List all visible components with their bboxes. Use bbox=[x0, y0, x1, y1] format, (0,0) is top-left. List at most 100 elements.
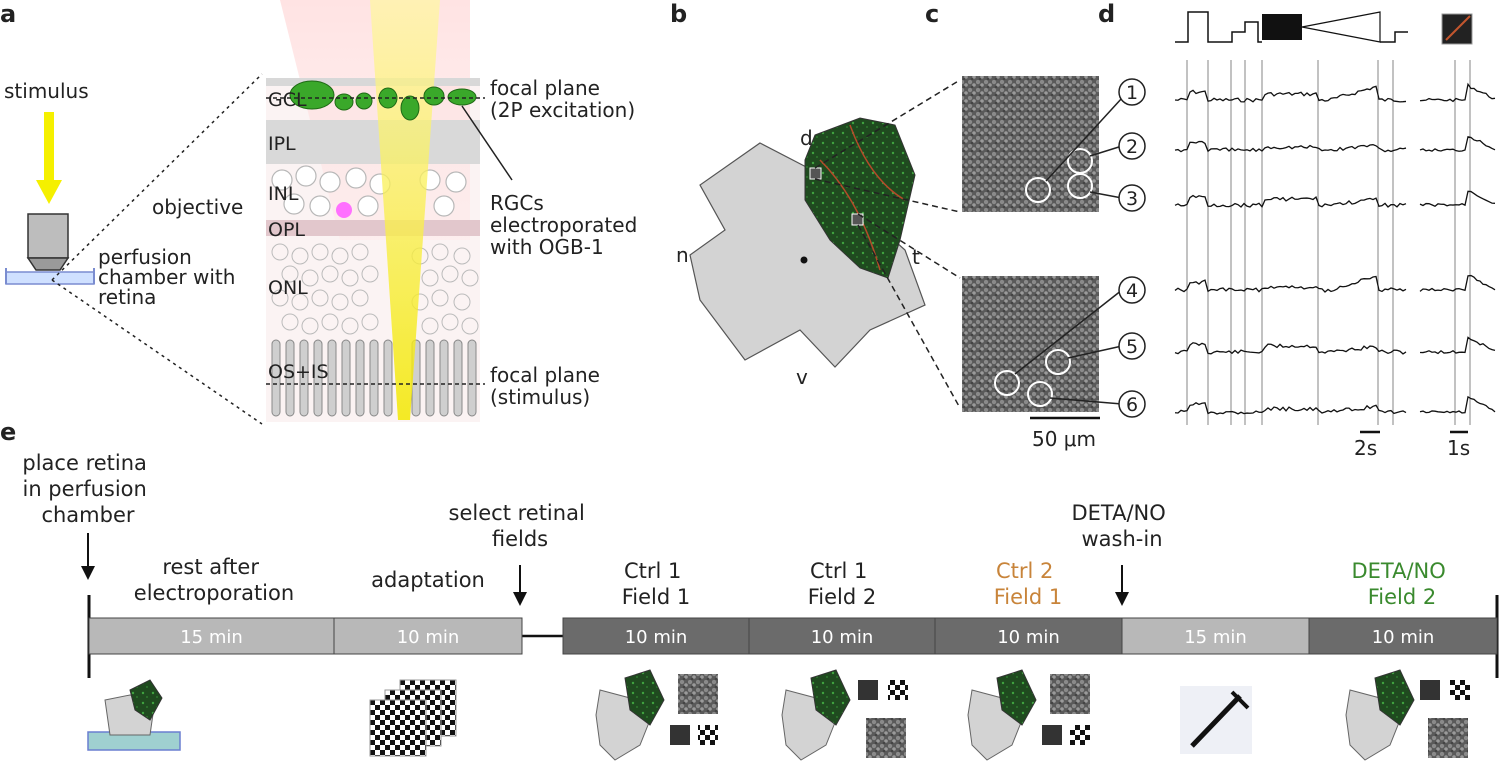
field1-ctrl1-icon bbox=[595, 669, 718, 761]
panel-c: 1 2 3 4 5 6 50 μm bbox=[962, 76, 1146, 451]
roi-6 bbox=[1027, 381, 1053, 407]
gcl-rgc-cells bbox=[289, 80, 477, 121]
cell-num-1: 1 bbox=[1126, 82, 1138, 104]
rgc-pointer-line bbox=[461, 105, 513, 181]
cell-num-5: 5 bbox=[1126, 336, 1138, 358]
roi-3 bbox=[1067, 173, 1093, 199]
panel-e: place retina in perfusion chamber rest a… bbox=[22, 451, 1499, 761]
bar-trace-2 bbox=[1419, 136, 1496, 152]
bar-trace-5 bbox=[1419, 336, 1496, 355]
panel-label-b: b bbox=[670, 0, 687, 28]
timeline-bar-6 bbox=[1121, 617, 1310, 655]
step-ctrl1-field2: Ctrl 1 Field 2 bbox=[808, 559, 877, 609]
field2-deta-icon bbox=[1345, 669, 1470, 761]
step-select-fields: select retinal fields bbox=[449, 501, 592, 551]
rgc-label: RGCs electroporated with OGB-1 bbox=[490, 191, 644, 259]
step-rest: rest after electroporation bbox=[134, 555, 294, 605]
focal-plane-stim-label: focal plane (stimulus) bbox=[490, 363, 606, 409]
objective-label: objective bbox=[152, 195, 243, 219]
scalebar-label: 50 μm bbox=[1032, 427, 1096, 451]
bar-trace-6 bbox=[1419, 395, 1496, 414]
chirp-trace-3 bbox=[1174, 194, 1407, 209]
scalebar-1s-label: 1s bbox=[1447, 436, 1470, 460]
step-adaptation: adaptation bbox=[371, 568, 485, 592]
cell-num-6: 6 bbox=[1126, 394, 1138, 416]
timeline-bar-2 bbox=[333, 617, 523, 655]
roi-5 bbox=[1045, 349, 1071, 375]
timeline-bar-3 bbox=[562, 617, 750, 655]
roi-4 bbox=[994, 370, 1020, 396]
noise-stimulus-stack-icon bbox=[369, 679, 457, 757]
timeline-bar-label-1: 15 min bbox=[180, 627, 243, 648]
orient-n: n bbox=[676, 243, 689, 267]
bar-trace-3 bbox=[1419, 190, 1496, 207]
timeline-bar-label-5: 10 min bbox=[997, 627, 1060, 648]
timeline-bar-label-4: 10 min bbox=[811, 627, 874, 648]
retina-schematic: GCL IPL INL OPL ONL OS+IS bbox=[266, 0, 485, 422]
scalebar-2s-label: 2s bbox=[1354, 436, 1377, 460]
step-ctrl2-field1: Ctrl 2 Field 1 bbox=[994, 559, 1063, 609]
bar-trace-4 bbox=[1419, 274, 1496, 292]
pipette-icon bbox=[1180, 686, 1252, 754]
panel-d: 2s 1s bbox=[1174, 11, 1496, 460]
panel-label-e: e bbox=[0, 418, 16, 446]
chirp-trace-4 bbox=[1174, 275, 1407, 293]
chirp-trace-2 bbox=[1174, 140, 1407, 153]
step-place-retina: place retina in perfusion chamber bbox=[22, 451, 153, 527]
zoom-line-bottom bbox=[51, 279, 263, 425]
timeline-bar-label-7: 10 min bbox=[1372, 627, 1435, 648]
layer-opl: OPL bbox=[268, 219, 305, 241]
objective-icon bbox=[26, 213, 70, 271]
focal-plane-2p-label: focal plane (2P excitation) bbox=[490, 76, 635, 122]
field2-ctrl1-icon bbox=[781, 669, 908, 761]
field-marker-1 bbox=[809, 167, 822, 180]
perfusion-chamber-icon bbox=[5, 268, 95, 285]
field-image-bottom bbox=[962, 276, 1099, 412]
chamber-label: perfusion chamber with retina bbox=[98, 245, 242, 309]
field-marker-2 bbox=[851, 213, 864, 226]
onl-cells bbox=[271, 243, 479, 335]
timeline-bar-7 bbox=[1308, 617, 1498, 655]
timeline-bar-label-6: 15 min bbox=[1184, 627, 1247, 648]
photoreceptors bbox=[271, 339, 477, 417]
stimulus-arrow-head bbox=[36, 180, 62, 204]
cell-num-2: 2 bbox=[1126, 136, 1138, 158]
panel-label-a: a bbox=[0, 0, 16, 28]
chamber-with-retina-icon bbox=[87, 679, 181, 751]
chirp-trace-5 bbox=[1174, 342, 1407, 355]
stimulus-label: stimulus bbox=[4, 79, 89, 103]
panel-b: d n t v bbox=[676, 79, 961, 409]
step-deta-field2: DETA/NO Field 2 bbox=[1351, 559, 1452, 609]
layer-gcl: GCL bbox=[268, 89, 307, 111]
cell-num-3: 3 bbox=[1126, 188, 1138, 210]
panel-label-c: c bbox=[925, 0, 939, 28]
timeline-bars: 15 min 10 min 10 min 10 min 10 min 15 min 10 m… bbox=[88, 617, 1498, 655]
zoom-line-top bbox=[51, 73, 263, 281]
bar-trace-1 bbox=[1419, 82, 1496, 103]
orient-d: d bbox=[800, 126, 813, 150]
layer-osis: OS+IS bbox=[268, 361, 329, 383]
ipl-layer bbox=[266, 120, 480, 164]
field1-ctrl2-icon bbox=[967, 669, 1090, 761]
timeline-bar-label-3: 10 min bbox=[625, 627, 688, 648]
chirp-amplitude-ramp bbox=[1301, 11, 1381, 43]
calcium-traces bbox=[1174, 82, 1496, 415]
orient-t: t bbox=[912, 245, 920, 269]
chirp-frequency-block bbox=[1262, 14, 1302, 40]
timeline-bar-1 bbox=[88, 617, 335, 655]
step-washin: DETA/NO wash-in bbox=[1071, 501, 1172, 551]
step-ctrl1-field1: Ctrl 1 Field 1 bbox=[622, 559, 691, 609]
layer-inl: INL bbox=[268, 183, 299, 205]
chirp-trace-6 bbox=[1174, 401, 1407, 415]
chirp-stimulus-steps bbox=[1175, 11, 1262, 43]
layer-onl: ONL bbox=[268, 277, 308, 299]
roi-1 bbox=[1025, 177, 1051, 203]
opl-layer bbox=[266, 220, 480, 236]
optic-disc bbox=[800, 256, 808, 264]
field-image-top bbox=[962, 76, 1099, 212]
layer-ipl: IPL bbox=[268, 133, 296, 155]
panel-label-d: d bbox=[1098, 0, 1115, 28]
timeline-bar-4 bbox=[748, 617, 936, 655]
panel-a: stimulus objective perfusion chamber wit… bbox=[4, 0, 644, 425]
timeline-bar-label-2: 10 min bbox=[397, 627, 460, 648]
